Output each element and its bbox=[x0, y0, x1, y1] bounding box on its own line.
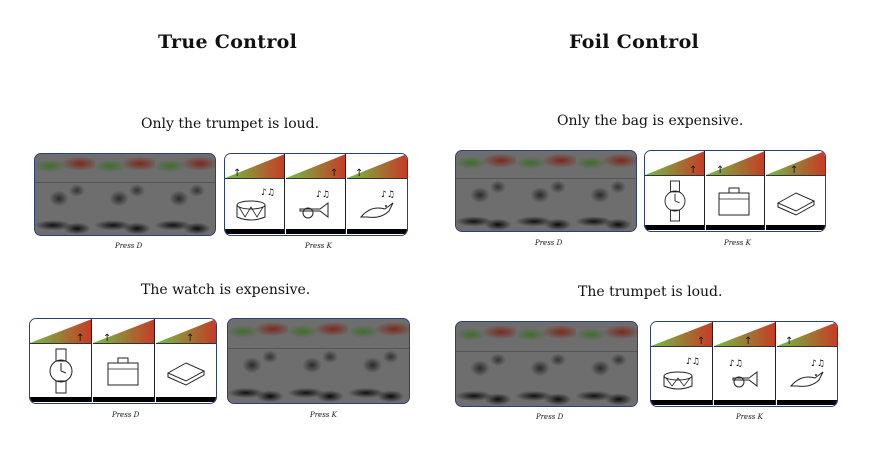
picture-strip-box: ↑ ↑ ↑ bbox=[644, 150, 826, 232]
picture-card: ↑ ♪♫ bbox=[714, 322, 776, 405]
loudness-ramp bbox=[347, 154, 407, 178]
press-k-label: Press K bbox=[310, 411, 337, 419]
press-d-label: Press D bbox=[115, 242, 143, 250]
svg-text:♪♫: ♪♫ bbox=[686, 357, 700, 367]
picture-card: ↑ ♪♫ bbox=[777, 322, 837, 405]
picture-card: ↑ ♪♫ bbox=[651, 322, 713, 405]
trumpet-icon: ♪♫ bbox=[714, 349, 775, 399]
arrow-icon: ↑ bbox=[716, 165, 725, 176]
bag-icon bbox=[93, 346, 154, 396]
svg-text:♪♫: ♪♫ bbox=[261, 188, 275, 198]
picture-card: ↑ ♪♫ bbox=[225, 154, 285, 234]
scrambled-image-box bbox=[455, 321, 638, 407]
book-icon bbox=[156, 346, 216, 396]
arrow-icon: ↑ bbox=[689, 165, 698, 176]
trumpet-icon: ♪♫ bbox=[286, 181, 345, 228]
svg-text:♪♫: ♪♫ bbox=[729, 359, 743, 369]
press-d-label: Press D bbox=[535, 239, 563, 247]
press-k-label: Press K bbox=[724, 239, 751, 247]
price-ramp bbox=[30, 319, 91, 343]
price-ramp bbox=[766, 151, 825, 175]
picture-card: ↑ ♪♫ bbox=[347, 154, 407, 234]
book-icon bbox=[766, 178, 825, 224]
loudness-ramp bbox=[225, 154, 284, 178]
foil-control-heading: Foil Control bbox=[569, 31, 700, 53]
watch-icon bbox=[30, 346, 91, 396]
sentence-true-top: Only the trumpet is loud. bbox=[141, 116, 320, 132]
svg-text:♪♫: ♪♫ bbox=[811, 359, 825, 369]
true-control-heading: True Control bbox=[158, 31, 298, 53]
bag-icon bbox=[706, 178, 764, 224]
arrow-icon: ↑ bbox=[186, 333, 195, 344]
loudness-ramp bbox=[651, 322, 712, 346]
arrow-icon: ↑ bbox=[233, 168, 242, 179]
loudness-ramp bbox=[777, 322, 837, 346]
price-ramp bbox=[645, 151, 704, 175]
picture-card: ↑ bbox=[30, 319, 92, 402]
drum-icon: ♪♫ bbox=[225, 181, 284, 228]
bird-icon: ♪♫ bbox=[347, 181, 407, 228]
press-d-label: Press D bbox=[112, 411, 140, 419]
price-ramp bbox=[706, 151, 764, 175]
scrambled-image-box bbox=[34, 153, 216, 236]
picture-card: ↑ bbox=[93, 319, 155, 402]
price-ramp bbox=[156, 319, 216, 343]
picture-card: ↑ bbox=[766, 151, 825, 230]
sentence-true-bottom: The watch is expensive. bbox=[141, 282, 311, 298]
scrambled-image-box bbox=[455, 150, 637, 232]
svg-text:♪♫: ♪♫ bbox=[381, 190, 395, 200]
picture-card: ↑ ♪♫ bbox=[286, 154, 346, 234]
arrow-icon: ↑ bbox=[785, 336, 794, 347]
svg-text:♪♫: ♪♫ bbox=[316, 190, 330, 200]
bird-icon: ♪♫ bbox=[777, 349, 837, 399]
loudness-ramp bbox=[286, 154, 345, 178]
press-d-label: Press D bbox=[536, 413, 564, 421]
picture-strip-box: ↑ ↑ ↑ bbox=[29, 318, 217, 404]
arrow-icon: ↑ bbox=[790, 165, 799, 176]
arrow-icon: ↑ bbox=[355, 168, 364, 179]
watch-icon bbox=[645, 178, 704, 224]
price-ramp bbox=[93, 319, 154, 343]
scrambled-image-box bbox=[227, 318, 410, 404]
press-k-label: Press K bbox=[736, 413, 763, 421]
sentence-foil-bottom: The trumpet is loud. bbox=[578, 284, 723, 300]
picture-card: ↑ bbox=[706, 151, 765, 230]
arrow-icon: ↑ bbox=[744, 336, 753, 347]
press-k-label: Press K bbox=[305, 242, 332, 250]
picture-card: ↑ bbox=[156, 319, 216, 402]
arrow-icon: ↑ bbox=[697, 336, 706, 347]
picture-strip-box: ↑ ♪♫ ↑ ♪♫ ↑ ♪♫ bbox=[650, 321, 838, 407]
arrow-icon: ↑ bbox=[76, 333, 85, 344]
picture-strip-box: ↑ ♪♫ ↑ ♪♫ ↑ ♪♫ bbox=[224, 153, 408, 236]
picture-card: ↑ bbox=[645, 151, 705, 230]
sentence-foil-top: Only the bag is expensive. bbox=[557, 113, 744, 129]
loudness-ramp bbox=[714, 322, 775, 346]
arrow-icon: ↑ bbox=[330, 168, 339, 179]
drum-icon: ♪♫ bbox=[651, 349, 712, 399]
arrow-icon: ↑ bbox=[103, 333, 112, 344]
